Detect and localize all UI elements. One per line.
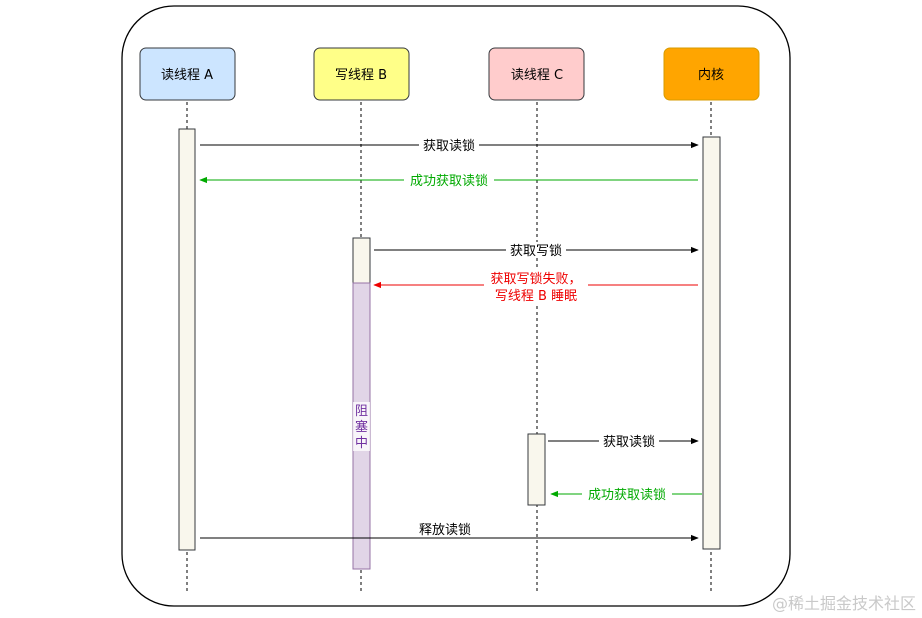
activation-thread-c	[527, 433, 546, 506]
activation-thread-b	[352, 237, 371, 284]
participant-kernel: 内核	[663, 47, 760, 101]
blocked-label-char-2: 塞	[355, 419, 368, 435]
message-b-acquire-write-lock: 获取写锁	[374, 242, 699, 259]
message-kernel-write-lock-fail-label-line-1: 获取写锁失败，	[490, 271, 581, 287]
participant-thread-c-label: 读线程 C	[511, 68, 563, 83]
diagram-frame	[121, 5, 791, 607]
message-c-acquire-read-lock: 获取读锁	[548, 433, 699, 450]
message-kernel-write-lock-fail: 获取写锁失败， 写线程 B 睡眠	[373, 270, 698, 304]
message-a-acquire-read-lock: 获取读锁	[200, 137, 699, 154]
blocked-label-char-1: 阻	[355, 404, 368, 419]
blocked-region: 阻 塞 中	[352, 282, 371, 570]
message-b-acquire-write-lock-label: 获取写锁	[510, 243, 562, 259]
message-a-acquire-read-lock-label: 获取读锁	[423, 138, 475, 154]
watermark: @稀土掘金技术社区	[771, 594, 916, 613]
participant-thread-b: 写线程 B	[313, 47, 410, 101]
message-kernel-grant-read-lock-a: 成功获取读锁	[199, 172, 698, 189]
message-kernel-grant-read-lock-c: 成功获取读锁	[550, 486, 702, 503]
participant-kernel-label: 内核	[698, 67, 724, 83]
blocked-label-char-3: 中	[355, 436, 368, 451]
message-kernel-write-lock-fail-label-line-2: 写线程 B 睡眠	[495, 289, 577, 304]
message-kernel-grant-read-lock-a-label: 成功获取读锁	[410, 173, 488, 189]
participant-thread-a-label: 读线程 A	[161, 68, 213, 83]
message-c-acquire-read-lock-label: 获取读锁	[603, 434, 655, 450]
participant-thread-c: 读线程 C	[488, 47, 585, 101]
message-a-release-read-lock: 释放读锁	[200, 522, 699, 542]
activation-thread-a	[178, 128, 196, 551]
message-kernel-grant-read-lock-c-label: 成功获取读锁	[588, 487, 666, 503]
participant-thread-a: 读线程 A	[139, 47, 236, 101]
message-a-release-read-lock-label: 释放读锁	[419, 522, 471, 538]
participant-thread-b-label: 写线程 B	[335, 68, 387, 83]
activation-kernel	[702, 136, 721, 550]
